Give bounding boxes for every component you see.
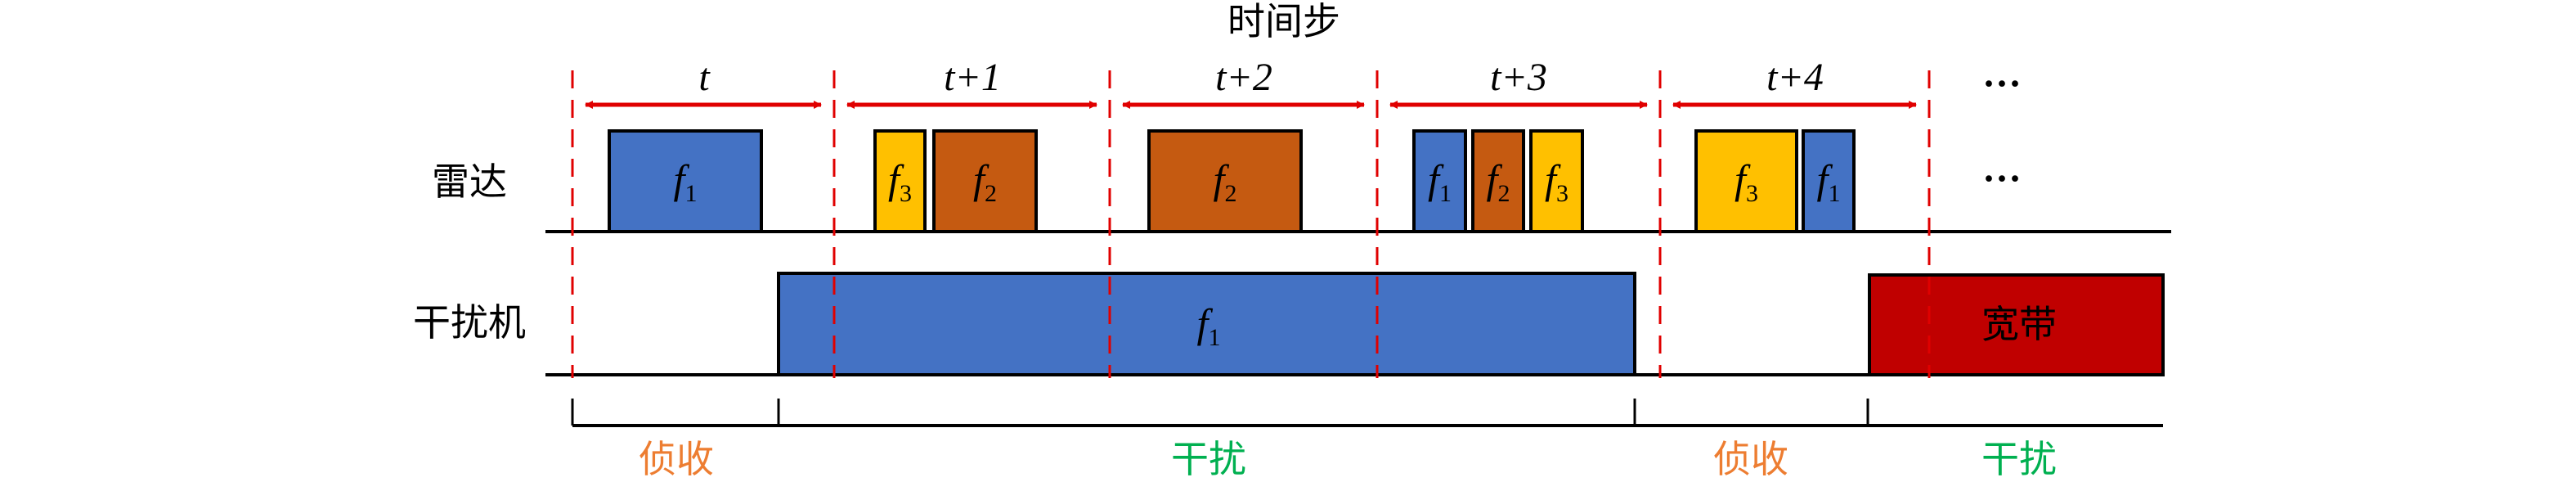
row-label-jammer: 干扰机 [413,300,526,345]
phase-labels: 侦收 干扰 侦收 干扰 [571,399,2057,481]
ellipsis-steps: ··· [1982,62,2022,106]
phase-label: 干扰 [1981,437,2057,481]
phase-label: 侦收 [639,437,714,481]
step-label-t: t [698,56,711,99]
radar-pulse [1802,129,1856,233]
radar-pulse [1147,129,1303,233]
step-label-t-plus-4: t+4 [1766,56,1824,99]
radar-pulse [873,129,927,233]
phase-label: 干扰 [1171,437,1246,481]
jammer-block-f1 [777,272,1636,376]
jammer-block-label: 宽带 [1981,302,2057,346]
ellipsis-radar: ··· [1982,157,2022,200]
jammer-block-wideband [1868,273,2165,376]
row-label-radar: 雷达 [432,160,507,204]
step-label-t-plus-2: t+2 [1215,56,1272,99]
step-labels: t t+1 t+2 t+3 t+4 [698,56,1824,99]
radar-pulse [1471,129,1525,233]
radar-pulse [608,129,763,233]
step-label-t-plus-1: t+1 [944,56,1001,99]
diagram-title: 时间步 [1227,0,1340,43]
step-label-t-plus-3: t+3 [1490,56,1547,99]
radar-pulse [1694,129,1798,233]
step-boundaries [571,70,1931,378]
phase-label: 侦收 [1713,437,1788,481]
radar-pulse [1529,129,1584,233]
radar-pulse [932,129,1038,233]
